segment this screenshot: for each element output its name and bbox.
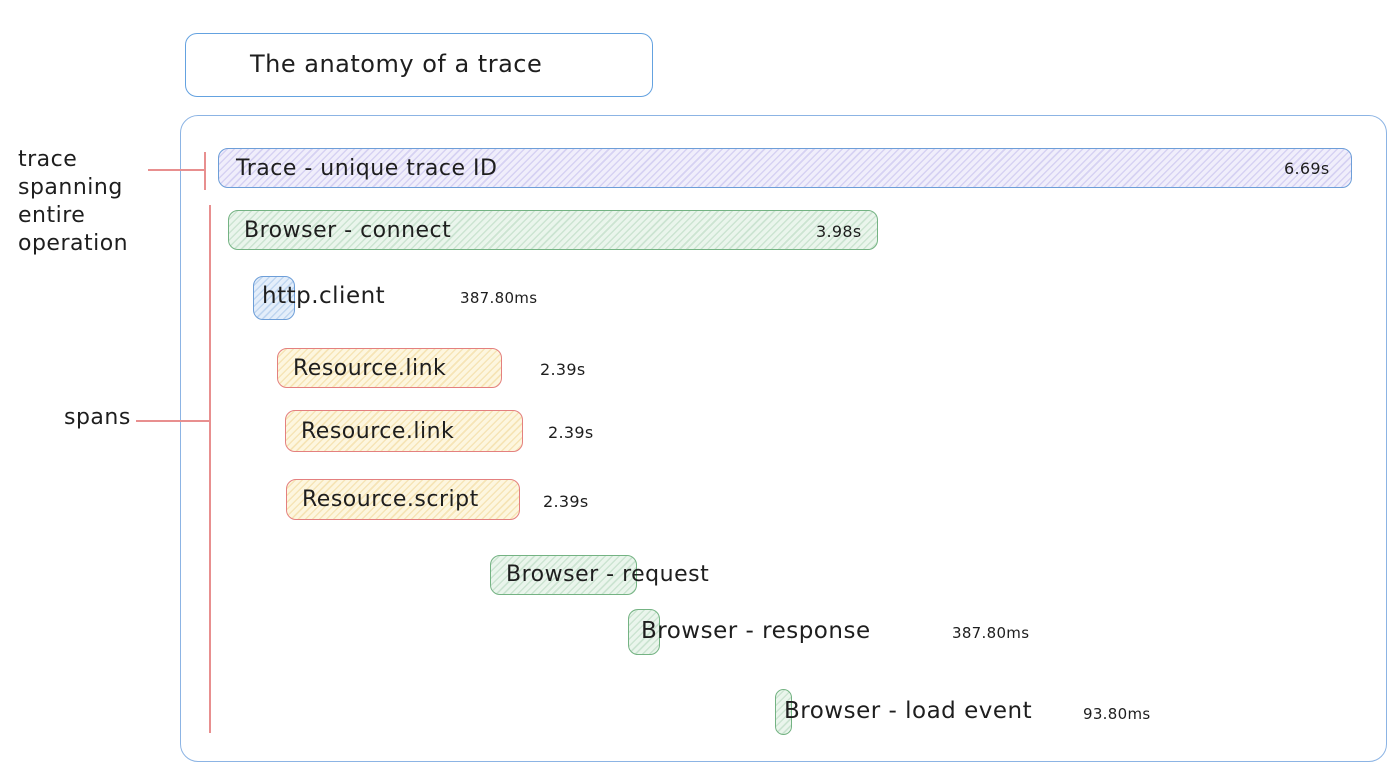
- span-label: Browser - response: [641, 618, 871, 644]
- span-label: Resource.script: [302, 487, 479, 512]
- diagram-title: The anatomy of a trace: [250, 50, 543, 78]
- span-label: http.client: [262, 283, 386, 309]
- spans-bracket-line: [209, 205, 211, 733]
- span-label: Browser - request: [506, 562, 710, 587]
- trace-annotation-text: trace spanning entire operation: [18, 146, 128, 258]
- span-bar-resource-link-1: [277, 348, 502, 388]
- trace-bar: [218, 148, 1352, 188]
- trace-annotation-line: operation: [18, 231, 129, 256]
- span-bar-browser-request: [490, 555, 637, 595]
- span-duration: 2.39s: [540, 360, 586, 379]
- span-duration: 3.98s: [816, 222, 862, 241]
- spans-connector-line: [136, 420, 210, 422]
- trace-connector-line: [148, 169, 205, 171]
- span-bar-browser-connect: [228, 210, 878, 250]
- span-bar-browser-response: [628, 609, 660, 655]
- trace-bar-label: Trace - unique trace ID: [236, 156, 498, 181]
- spans-annotation-text: spans: [64, 405, 131, 430]
- span-label: Browser - load event: [784, 698, 1033, 724]
- trace-annotation-line: trace: [18, 147, 78, 172]
- trace-annotation-line: spanning: [18, 175, 123, 200]
- span-duration: 2.39s: [543, 492, 589, 511]
- span-bar-resource-link-2: [285, 410, 523, 452]
- span-duration: 387.80ms: [460, 289, 538, 307]
- trace-container-box: [180, 115, 1387, 762]
- span-bar-browser-load-event: [775, 689, 792, 735]
- trace-annotation-line: entire: [18, 203, 86, 228]
- span-duration: 2.39s: [548, 423, 594, 442]
- trace-duration: 6.69s: [1284, 159, 1330, 178]
- span-bar-http-client: [253, 276, 295, 320]
- span-duration: 387.80ms: [952, 624, 1030, 642]
- span-label: Resource.link: [301, 419, 455, 444]
- span-label: Resource.link: [293, 356, 447, 381]
- span-bar-resource-script: [286, 479, 520, 520]
- trace-connector-end-tick: [204, 152, 206, 190]
- title-box: [185, 33, 653, 97]
- span-duration: 93.80ms: [1083, 705, 1151, 723]
- span-label: Browser - connect: [244, 218, 452, 243]
